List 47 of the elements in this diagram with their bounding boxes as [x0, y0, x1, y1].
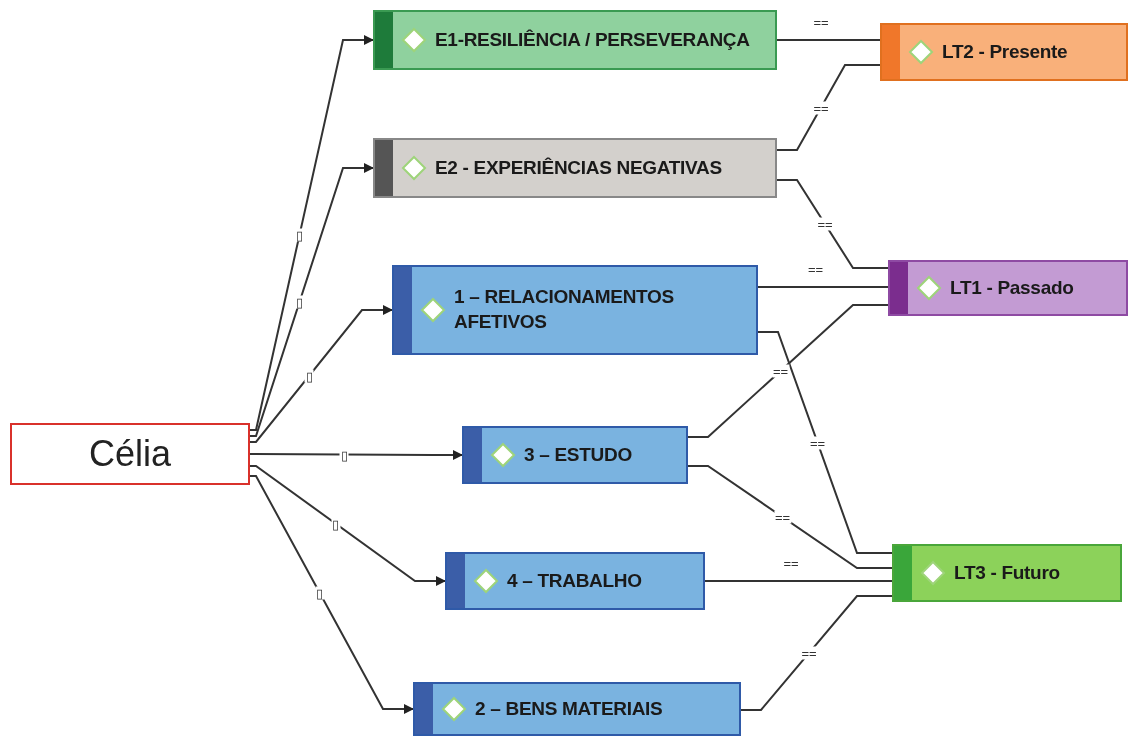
edge-label: ▯: [295, 295, 304, 309]
connector-line: [757, 286, 889, 288]
edge-label: ==: [816, 217, 834, 231]
edge-label: ▯: [295, 228, 304, 242]
connector-line: [704, 580, 893, 582]
code-box: [892, 544, 1122, 602]
node-label: 2 – BENS MATERIAIS: [475, 696, 663, 721]
edge-label: ==: [771, 364, 790, 378]
code-box: [413, 682, 741, 736]
connector-line: [776, 39, 881, 41]
code-box: [445, 552, 705, 610]
code-box: [880, 23, 1128, 81]
edge-label: ▯: [315, 586, 324, 599]
arrow: [249, 450, 463, 460]
code-box: [373, 138, 777, 198]
arrow: [249, 35, 374, 431]
edge-label: ==: [812, 101, 830, 114]
code-box: [462, 426, 688, 484]
edge-label: ==: [808, 436, 827, 449]
node-label: 3 – ESTUDO: [524, 442, 632, 467]
arrow: [249, 465, 446, 586]
arrow: [249, 305, 393, 443]
node-label: 1 – RELACIONAMENTOS AFETIVOS: [454, 285, 675, 334]
case-box: [10, 423, 250, 485]
edge-label: ▯: [304, 369, 314, 383]
connector-line: [687, 465, 893, 569]
node-label: Célia: [88, 432, 171, 476]
node-label: LT3 - Futuro: [954, 560, 1060, 585]
node-label: E2 - EXPERIÊNCIAS NEGATIVAS: [435, 155, 722, 180]
node-label: LT1 - Passado: [950, 275, 1074, 300]
arrow: [249, 475, 414, 714]
arrow: [249, 163, 374, 437]
connector-line: [757, 331, 893, 554]
edge-label: ▯: [331, 517, 340, 530]
connector-line: [776, 179, 889, 269]
edge-label: ==: [800, 646, 818, 660]
connector-line: [776, 64, 881, 151]
code-box: [392, 265, 758, 355]
edge-label: ▯: [339, 448, 349, 461]
node-label: LT2 - Presente: [942, 39, 1068, 64]
code-box: [888, 260, 1128, 316]
node-label: 4 – TRABALHO: [507, 568, 642, 593]
edge-label: ==: [773, 510, 792, 524]
code-box: [373, 10, 777, 70]
connector-line: [687, 304, 889, 438]
node-label: E1-RESILIÊNCIA / PERSEVERANÇA: [435, 27, 750, 52]
connector-line: [740, 595, 893, 711]
